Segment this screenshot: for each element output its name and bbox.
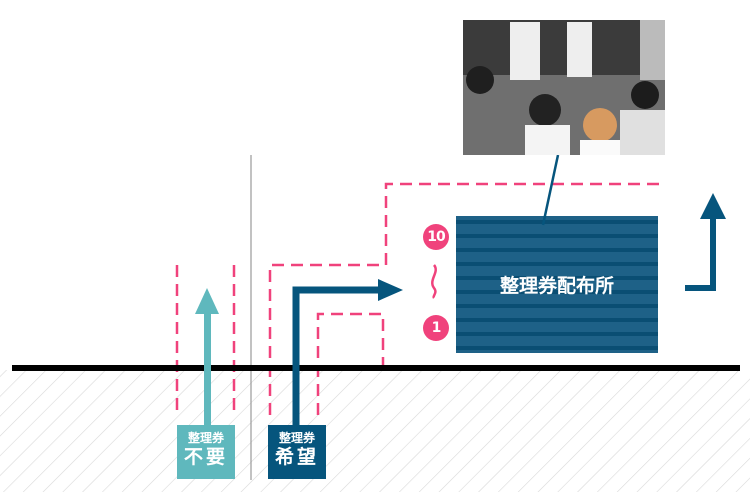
exit-arrow — [685, 193, 726, 291]
want-ticket-lane-label: 整理券 希望 — [268, 425, 326, 479]
want-ticket-big: 希望 — [274, 446, 319, 468]
ground-hatch — [0, 370, 750, 492]
no-ticket-arrow — [195, 288, 219, 427]
no-ticket-small: 整理券 — [187, 431, 224, 445]
range-wave — [431, 264, 437, 299]
booth-label: 整理券配布所 — [499, 275, 614, 297]
no-ticket-big: 不要 — [183, 446, 228, 468]
no-ticket-lane-label: 整理券 不要 — [177, 425, 235, 479]
crowd-photo — [463, 20, 665, 155]
want-ticket-small: 整理券 — [278, 431, 315, 445]
ground-line — [12, 365, 740, 371]
photo-pointer — [541, 154, 560, 226]
want-ticket-arrow — [292, 279, 403, 427]
queue-dashed-lines — [175, 182, 665, 415]
booth — [456, 216, 658, 353]
queue-number-first: 1 — [423, 315, 449, 341]
queue-number-last: 10 — [423, 224, 449, 250]
